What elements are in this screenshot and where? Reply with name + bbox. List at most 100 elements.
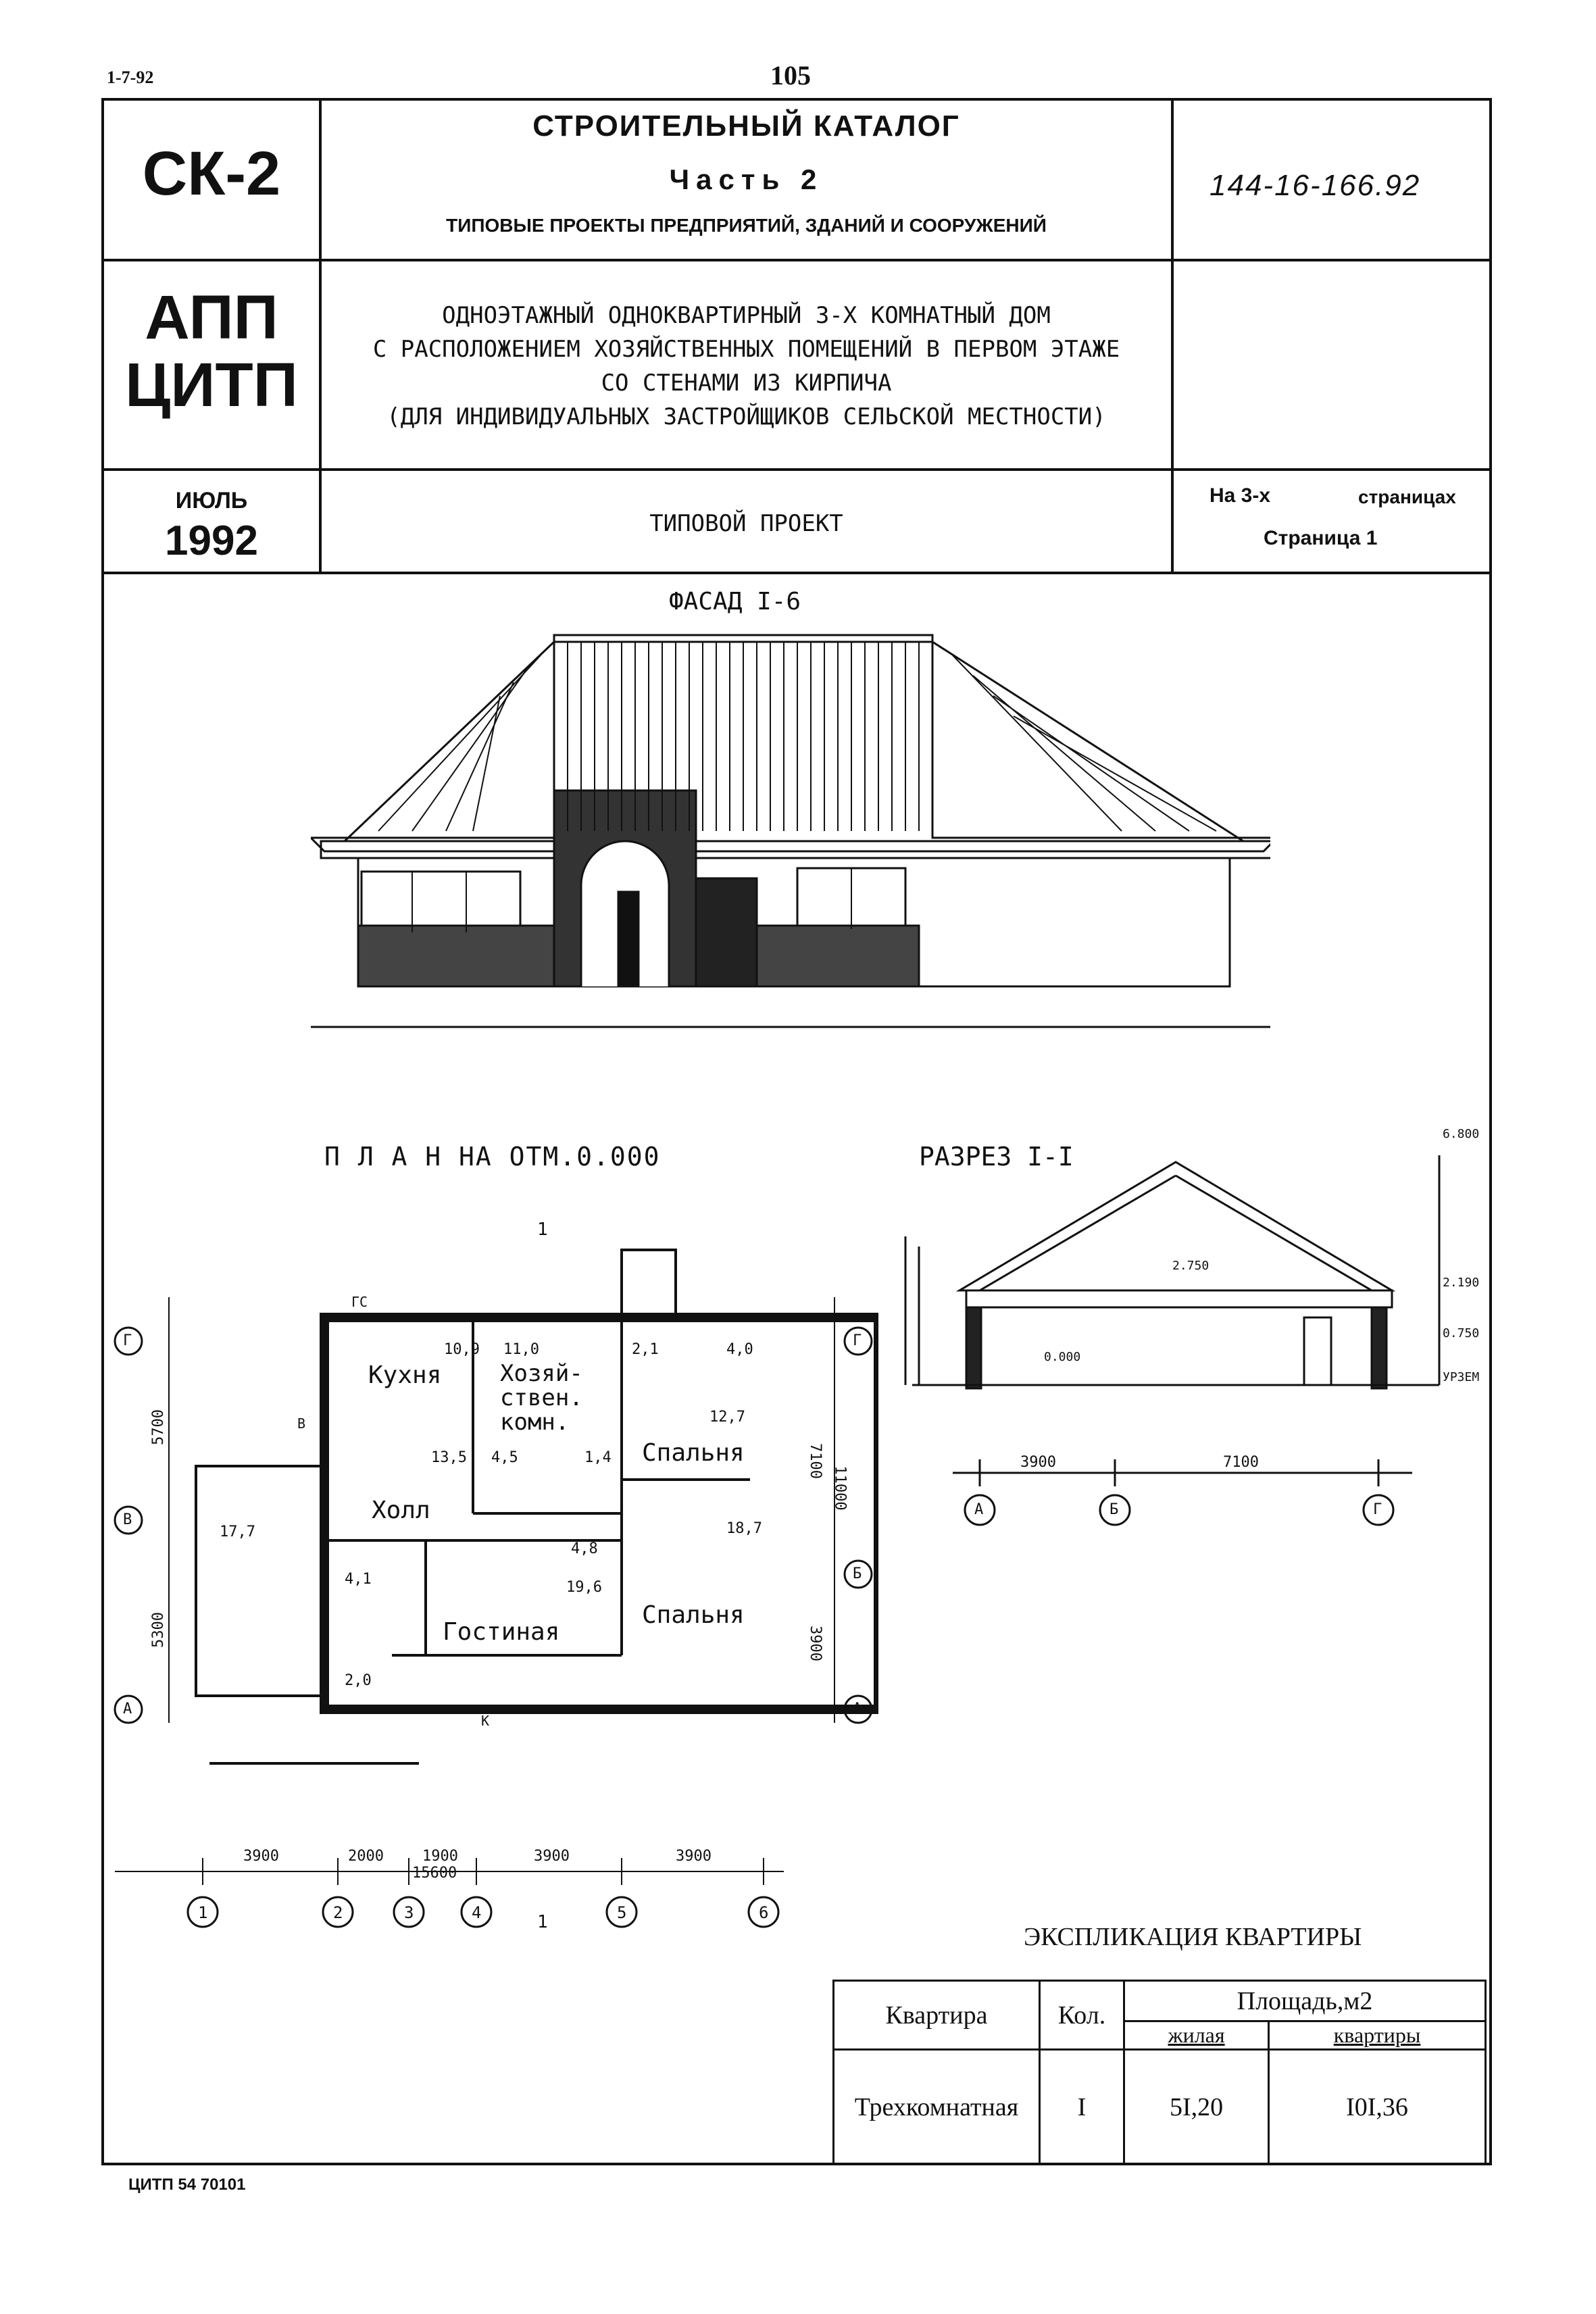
description-line: ОДНОЭТАЖНЫЙ ОДНОКВАРТИРНЫЙ 3-Х КОМНАТНЫЙ… xyxy=(442,302,1051,329)
explication-table: Квартира Кол. Площадь,м2 жилая квартиры … xyxy=(832,1980,1487,2165)
section-drawing xyxy=(904,1155,1441,1526)
facade-title: ФАСАД I-6 xyxy=(669,588,801,615)
room-hall: Холл xyxy=(372,1496,430,1524)
utility-line: Хозяй- xyxy=(500,1360,583,1387)
area-label: 4,8 xyxy=(571,1540,598,1557)
section-title: РАЗРЕЗ I-I xyxy=(919,1142,1074,1172)
description-line: (ДЛЯ ИНДИВИДУАЛЬНЫХ ЗАСТРОЙЩИКОВ СЕЛЬСКО… xyxy=(386,403,1106,430)
document-type: ТИПОВОЙ ПРОЕКТ xyxy=(649,510,843,537)
mark-v: В xyxy=(297,1415,306,1432)
utility-line: комн. xyxy=(500,1409,570,1436)
pages-suffix: страницах xyxy=(1358,486,1456,507)
dimension: 3900 xyxy=(534,1848,570,1865)
level-label: 2.190 xyxy=(1443,1276,1480,1290)
section-mark-top: 1 xyxy=(537,1219,548,1240)
footer-code: ЦИТП 54 70101 xyxy=(128,2175,246,2194)
level-label: 2.750 xyxy=(1172,1259,1210,1273)
level-label: 0.000 xyxy=(1044,1350,1081,1364)
dimension: 3900 xyxy=(243,1848,279,1865)
room-living: Гостиная xyxy=(443,1618,560,1646)
area-label: 19,6 xyxy=(566,1579,602,1596)
area-label: 18,7 xyxy=(726,1520,762,1537)
org-name: АПП ЦИТП xyxy=(104,284,319,419)
area-label: 2,0 xyxy=(345,1672,372,1689)
axis-letter: Б xyxy=(853,1565,862,1582)
divider xyxy=(101,468,1492,471)
divider xyxy=(319,98,322,574)
page-number: 105 xyxy=(770,60,811,91)
mark-k: К xyxy=(481,1713,490,1729)
dimension: 5700 xyxy=(149,1409,167,1445)
area-label: 2,1 xyxy=(632,1341,659,1358)
section-mark-bottom: 1 xyxy=(537,1912,548,1932)
area-label: 4,0 xyxy=(726,1341,753,1358)
description-line: С РАСПОЛОЖЕНИЕМ ХОЗЯЙСТВЕННЫХ ПОМЕЩЕНИЙ … xyxy=(372,336,1120,363)
room-utility: Хозяй- ствен. комн. xyxy=(500,1361,583,1434)
section-axis: Б xyxy=(1109,1501,1119,1518)
dimension: 11000 xyxy=(831,1465,849,1511)
axis-letter: Г xyxy=(853,1332,862,1349)
dimension: 7100 xyxy=(806,1443,824,1479)
level-label: 0.750 xyxy=(1443,1326,1480,1340)
cell-apartment: Трехкомнатная xyxy=(832,2048,1041,2165)
plan-title: П Л А Н НА ОТМ.0.000 xyxy=(324,1142,661,1172)
room-bedroom-2: Спальня xyxy=(642,1601,745,1629)
pages-prefix: На 3-х xyxy=(1210,484,1271,507)
explication-title: ЭКСПЛИКАЦИЯ КВАРТИРЫ xyxy=(1024,1923,1362,1951)
axis-number: 2 xyxy=(333,1903,343,1922)
axis-letter: А xyxy=(123,1701,132,1717)
dimension: 5300 xyxy=(149,1612,167,1648)
level-label: УРЗЕМ xyxy=(1443,1370,1480,1384)
issue-year: 1992 xyxy=(165,518,258,564)
dimension: 3900 xyxy=(676,1848,712,1865)
dimension: 1900 xyxy=(422,1848,458,1865)
org-line-2: ЦИТП xyxy=(125,351,298,420)
divider xyxy=(101,259,1492,261)
org-line-1: АПП xyxy=(145,283,278,352)
area-label: 13,5 xyxy=(431,1449,467,1466)
top-left-code: 1-7-92 xyxy=(107,68,154,87)
cell-count: I xyxy=(1039,2048,1125,2165)
header-area: Площадь,м2 xyxy=(1123,1980,1487,2022)
header-count: Кол. xyxy=(1039,1980,1125,2051)
area-label: 4,1 xyxy=(345,1571,372,1588)
area-label: 12,7 xyxy=(709,1409,745,1426)
axis-number: 3 xyxy=(404,1903,414,1922)
section-dimension: 3900 xyxy=(1020,1454,1056,1471)
section-dimension: 7100 xyxy=(1223,1454,1259,1471)
divider xyxy=(1171,98,1174,574)
section-axis: Г xyxy=(1373,1501,1382,1518)
facade-drawing xyxy=(311,634,1270,1028)
page-frame xyxy=(101,98,1492,2165)
axis-number: 4 xyxy=(472,1903,482,1922)
cell-living: 5I,20 xyxy=(1122,2048,1270,2165)
axis-number: 1 xyxy=(198,1903,208,1922)
issue-month: ИЮЛЬ xyxy=(175,488,248,513)
cell-total: I0I,36 xyxy=(1268,2048,1487,2165)
catalog-code: СК-2 xyxy=(142,139,281,208)
dimension: 2000 xyxy=(348,1848,384,1865)
header-living: жилая xyxy=(1122,2020,1270,2051)
floor-plan xyxy=(114,1249,878,1928)
area-label: 1,4 xyxy=(584,1449,612,1466)
axis-number: 6 xyxy=(759,1903,769,1922)
catalog-part: Часть 2 xyxy=(669,164,824,195)
axis-letter: А xyxy=(853,1701,862,1717)
project-number: 144-16-166.92 xyxy=(1210,169,1421,202)
axis-number: 5 xyxy=(617,1903,627,1922)
divider xyxy=(101,572,1492,574)
dimension: 3900 xyxy=(806,1626,824,1661)
catalog-title: СТРОИТЕЛЬНЫЙ КАТАЛОГ xyxy=(532,109,960,143)
mark-gs: ГС xyxy=(351,1294,368,1310)
axis-letter: Г xyxy=(123,1332,132,1349)
axis-letter: В xyxy=(123,1511,132,1528)
catalog-section: ТИПОВЫЕ ПРОЕКТЫ ПРЕДПРИЯТИЙ, ЗДАНИЙ И СО… xyxy=(446,215,1047,236)
area-label: 11,0 xyxy=(503,1341,539,1358)
utility-line: ствен. xyxy=(500,1384,583,1411)
area-label: 10,9 xyxy=(444,1341,480,1358)
header-apartment: Квартира xyxy=(832,1980,1041,2051)
section-axis: А xyxy=(974,1501,984,1518)
level-label: 6.800 xyxy=(1443,1127,1480,1141)
area-label: 17,7 xyxy=(220,1524,255,1540)
description-line: СО СТЕНАМИ ИЗ КИРПИЧА xyxy=(601,370,892,397)
